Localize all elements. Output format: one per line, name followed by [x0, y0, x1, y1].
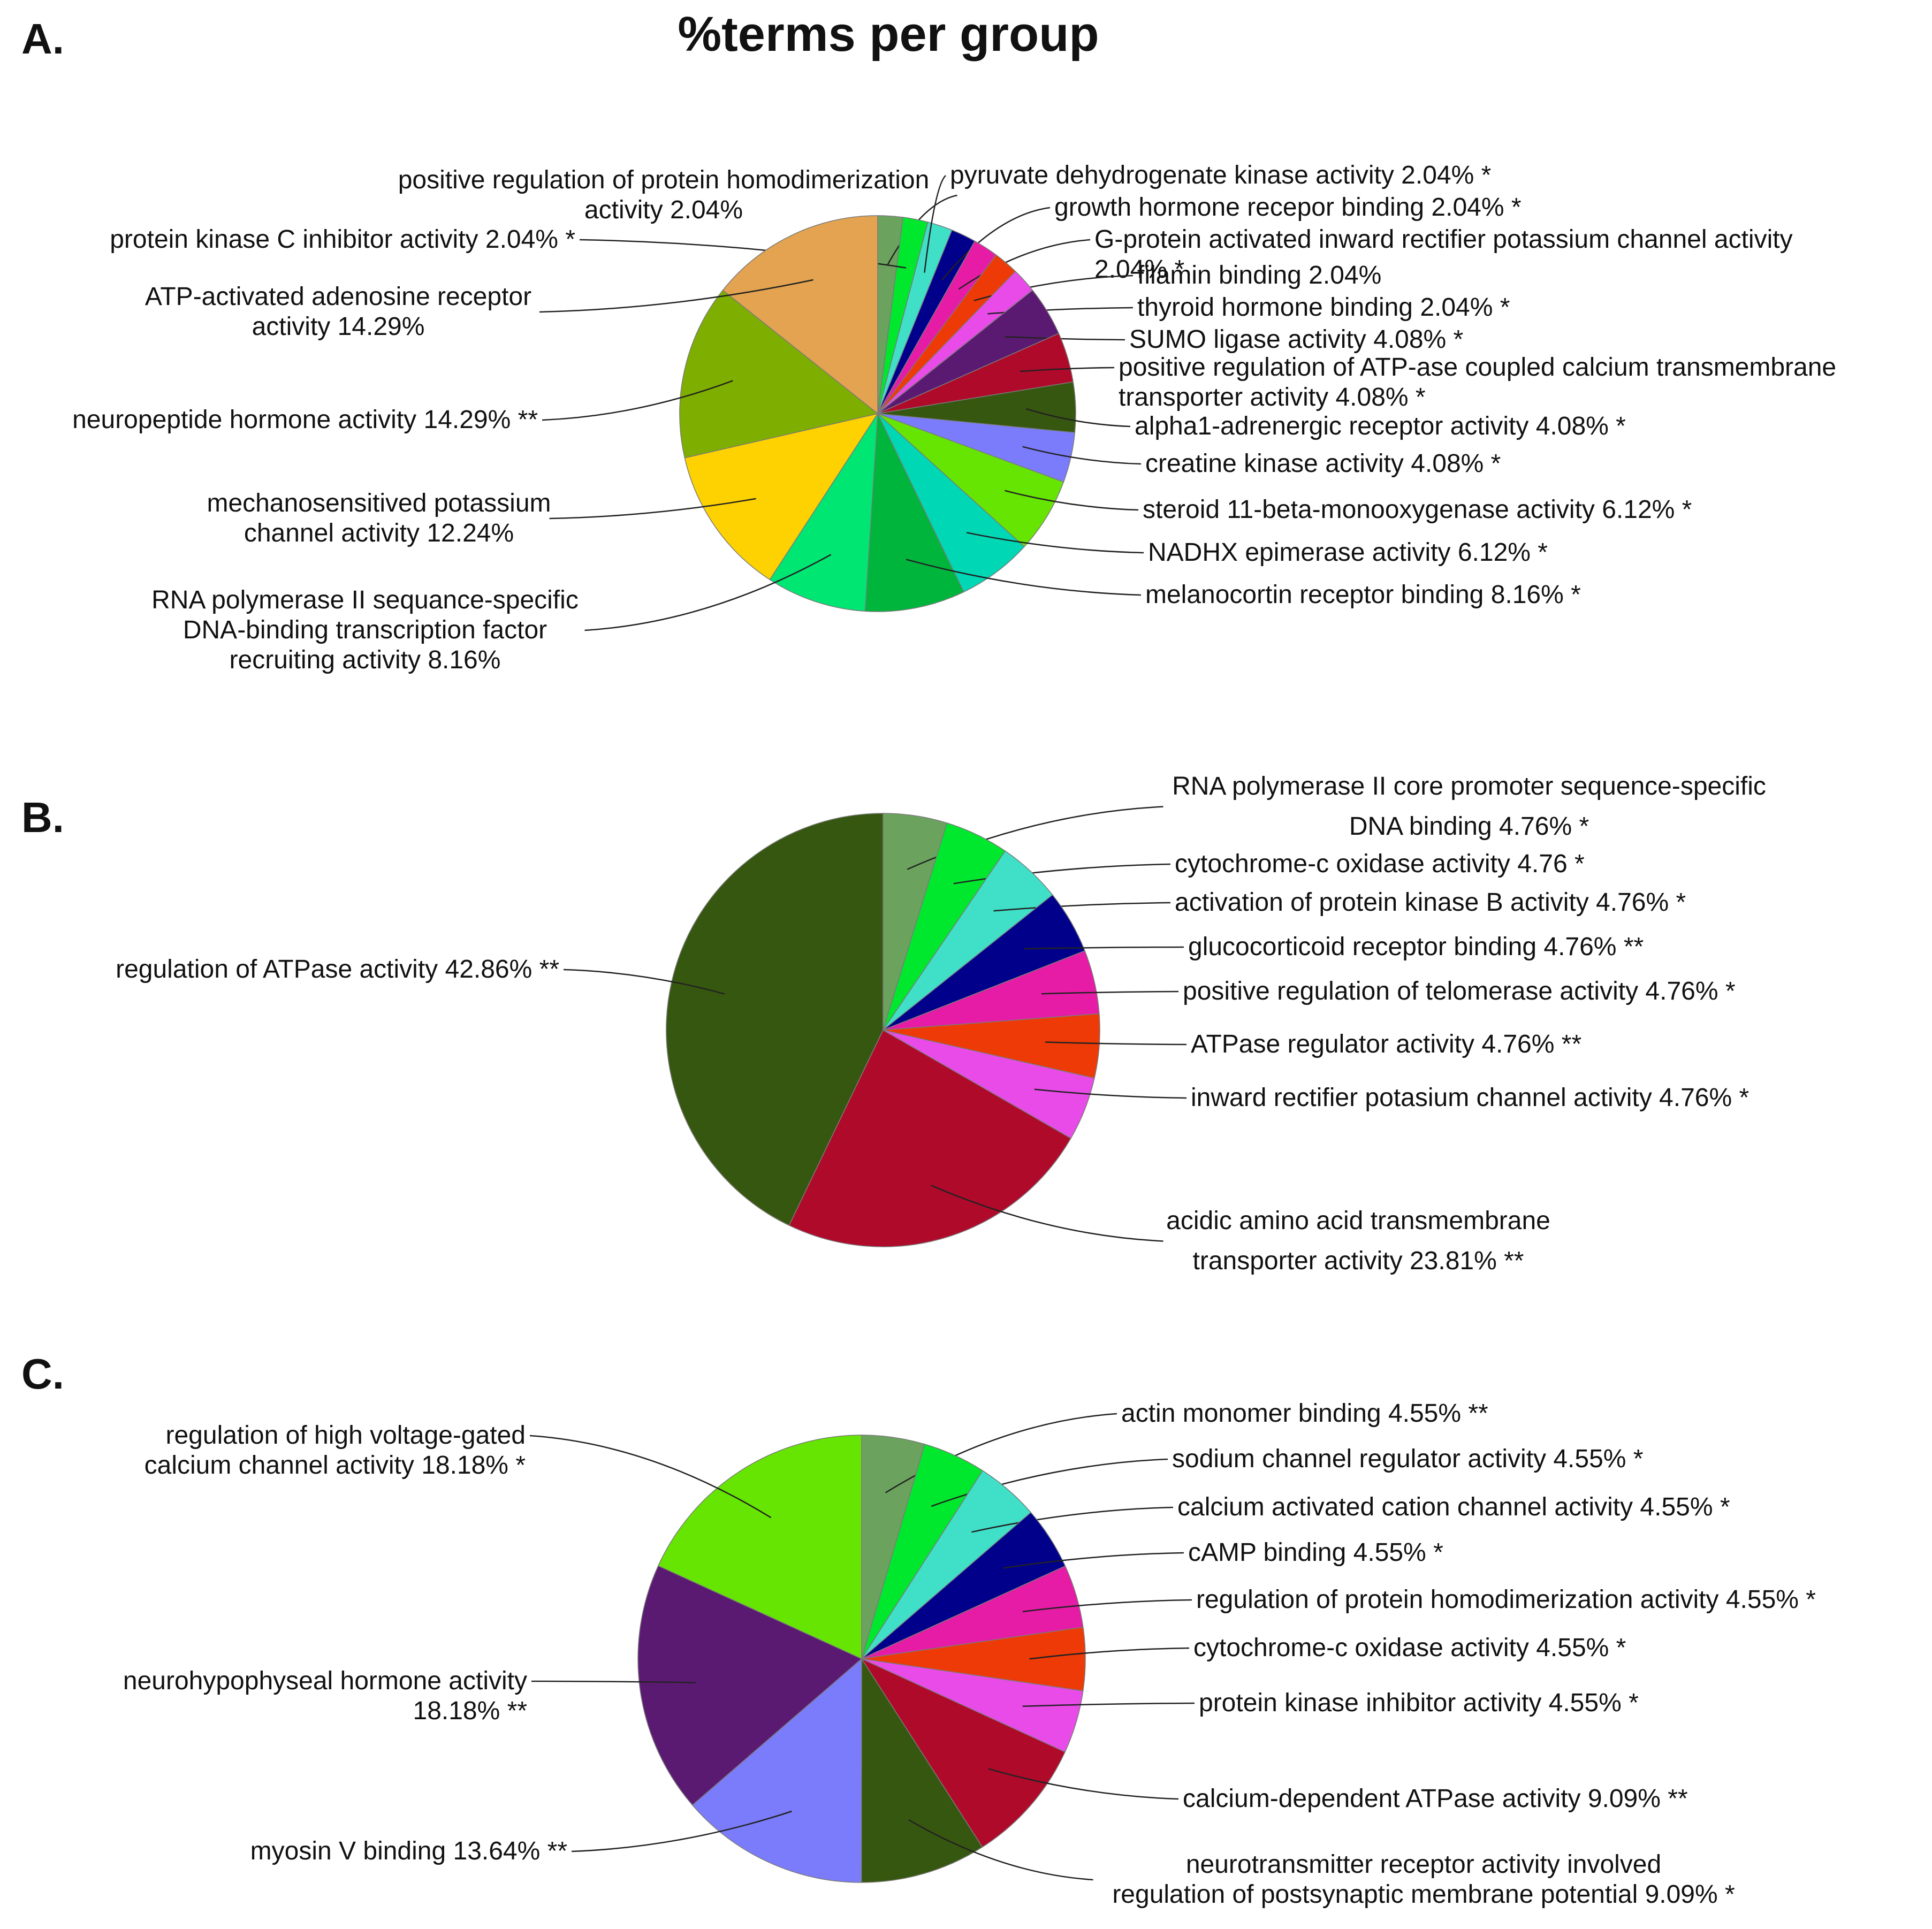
panel-letter-b: B.: [21, 794, 64, 841]
pie-slice: [788, 1029, 1071, 1247]
leader-line: [924, 175, 946, 273]
slice-label: RNA polymerase II core promoter sequence…: [1172, 772, 1766, 841]
slice-label: sodium channel regulator activity 4.55% …: [1172, 1445, 1643, 1473]
leader-line: [571, 1810, 792, 1852]
slice-label: filamin binding 2.04%: [1137, 261, 1381, 289]
leader-line: [1023, 946, 1184, 950]
leader-line: [931, 1185, 1163, 1242]
slice-label: steroid 11-beta-monooxygenase activity 6…: [1143, 495, 1692, 524]
leader-line: [531, 1680, 696, 1683]
slice-label: cAMP binding 4.55% *: [1188, 1538, 1443, 1567]
leader-line: [941, 207, 1051, 280]
slice-label: creatine kinase activity 4.08% *: [1145, 449, 1501, 478]
panel-letter-a: A.: [21, 15, 64, 63]
slice-label: calcium-dependent ATPase activity 9.09% …: [1183, 1785, 1688, 1813]
slice-label: positive regulation of protein homodimer…: [398, 166, 930, 224]
panel-letter-c: C.: [21, 1350, 64, 1398]
slice-label: cytochrome-c oxidase activity 4.55% *: [1193, 1634, 1626, 1662]
slice-label: alpha1-adrenergic receptor activity 4.08…: [1135, 412, 1626, 440]
pie-slice: [860, 1658, 1066, 1848]
slice-label: protein kinase inhibitor activity 4.55% …: [1199, 1689, 1639, 1717]
leader-line: [958, 239, 1091, 290]
leader-line: [906, 559, 1142, 596]
slice-label: myosin V binding 13.64% **: [250, 1837, 567, 1865]
leader-line: [1005, 336, 1125, 341]
slice-label: G-protein activated inward rectifier pot…: [1094, 225, 1793, 284]
leader-line: [886, 194, 957, 266]
pie-slice: [877, 413, 1025, 593]
slice-label: melanocortin receptor binding 8.16% *: [1145, 581, 1581, 609]
slice-label: neuropeptide hormone activity 14.29% **: [72, 406, 538, 434]
slice-label: inward rectifier potasium channel activi…: [1191, 1084, 1749, 1112]
pie-chart-c: actin monomer binding 4.55% ** sodium cha…: [123, 1399, 1816, 1909]
leader-line: [563, 969, 725, 995]
slice-label: positive regulation of telomerase activi…: [1183, 977, 1736, 1005]
slice-label: NADHX epimerase activity 6.12% *: [1148, 538, 1548, 567]
pie-slice: [722, 215, 878, 415]
slice-label: actin monomer binding 4.55% **: [1121, 1399, 1488, 1428]
slice-label: thyroid hormone binding 2.04% *: [1137, 293, 1510, 322]
pie-chart-a: positive regulation of protein homodimer…: [72, 161, 1836, 674]
leader-line: [1020, 367, 1115, 372]
figure-title: %terms per group: [678, 7, 1099, 62]
leader-line: [908, 1819, 1093, 1881]
leader-line: [1022, 446, 1142, 465]
slice-label: protein kinase C inhibitor activity 2.04…: [110, 225, 575, 254]
slice-label: calcium activated cation channel activit…: [1177, 1493, 1730, 1521]
leader-line: [971, 1506, 1174, 1533]
slice-label: pyruvate dehydrogenate kinase activity 2…: [950, 161, 1491, 189]
slice-label: positive regulation of ATP-ase coupled c…: [1119, 353, 1836, 411]
leader-line: [1045, 1041, 1187, 1046]
slice-label: growth hormone recepor binding 2.04% *: [1054, 193, 1522, 222]
leader-line: [1026, 408, 1131, 428]
leader-line: [539, 279, 813, 313]
pie-slice: [691, 1658, 862, 1883]
leader-line: [1034, 1088, 1187, 1099]
pie-slice: [877, 413, 1064, 547]
pie-slice: [679, 289, 879, 459]
slice-label: regulation of protein homodimerization a…: [1196, 1585, 1816, 1614]
leader-line: [988, 1768, 1179, 1800]
leader-line: [931, 1458, 1168, 1507]
leader-line: [584, 554, 832, 631]
leader-line: [953, 863, 1171, 885]
leader-line: [993, 902, 1171, 912]
slice-label: ATPase regulator activity 4.76% **: [1191, 1030, 1581, 1058]
leader-line: [1029, 1647, 1190, 1660]
pie-slice: [684, 413, 879, 581]
leader-line: [529, 1435, 772, 1519]
slice-label: neurotransmitter receptor activity invol…: [1112, 1850, 1735, 1909]
slice-label: glucocorticoid receptor binding 4.76% **: [1188, 933, 1644, 961]
leader-line: [1005, 490, 1139, 511]
leader-line: [1002, 1552, 1184, 1569]
slice-label: activation of protein kinase B activity …: [1175, 888, 1686, 917]
leader-line: [1022, 1702, 1195, 1707]
leader-line: [966, 532, 1144, 554]
pie-slice: [637, 1565, 863, 1806]
slice-label: cytochrome-c oxidase activity 4.76 *: [1175, 850, 1585, 878]
leader-line: [1022, 1599, 1192, 1613]
leader-line: [1041, 990, 1179, 995]
slice-label: regulation of ATPase activity 42.86% **: [116, 955, 559, 983]
pie-chart-b: RNA polymerase II core promoter sequence…: [116, 772, 1766, 1275]
leader-line: [549, 498, 756, 520]
pie-slice: [864, 412, 964, 612]
slice-label: SUMO ligase activity 4.08% *: [1129, 325, 1463, 354]
leader-line: [542, 380, 733, 421]
pie-slice: [657, 1435, 862, 1660]
